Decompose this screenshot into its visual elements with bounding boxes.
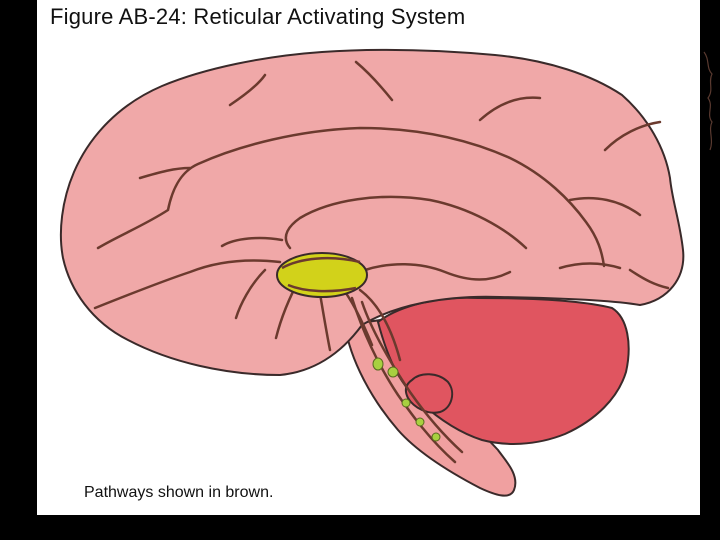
nucleus [372, 357, 384, 371]
nucleus [431, 432, 441, 442]
figure-caption: Pathways shown in brown. [84, 484, 274, 501]
nucleus [387, 366, 399, 378]
figure-title: Figure AB-24: Reticular Activating Syste… [50, 4, 466, 29]
pathways [93, 60, 670, 362]
nucleus [401, 398, 411, 408]
reticular-nuclei [372, 357, 441, 442]
handwritten-mark [703, 51, 713, 151]
cerebrum [59, 48, 685, 377]
thalamus-pathway [281, 256, 361, 270]
thalamus-pathway-lower [287, 283, 357, 293]
nucleus [415, 417, 425, 427]
thalamus [276, 252, 368, 298]
